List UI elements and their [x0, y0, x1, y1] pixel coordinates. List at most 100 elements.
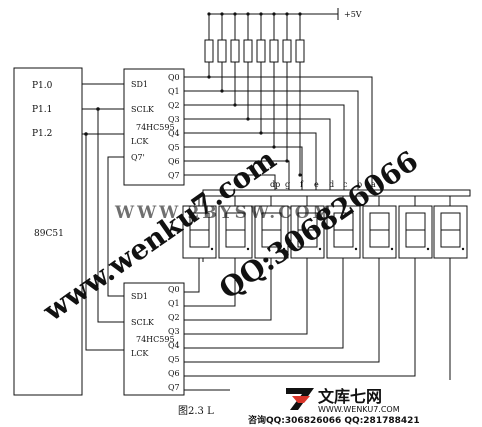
- power-rail: +5V: [209, 8, 362, 20]
- digit-4-frame: [290, 205, 325, 259]
- wenku7-logo: 文库七网 WWW.WENKU7.COM 咨询QQ:306826066 QQ:28…: [248, 387, 420, 426]
- junction-dot: [220, 12, 224, 16]
- resistor: [282, 39, 292, 63]
- chip-top-q6: Q6: [168, 157, 180, 166]
- resistor: [269, 39, 279, 63]
- mcu-wires: [82, 83, 124, 351]
- top-output-wire: [184, 118, 331, 190]
- chip-bottom-q6: Q6: [168, 369, 180, 378]
- logo-chinese: 文库七网: [318, 387, 382, 406]
- bottom-output-wire: [184, 258, 344, 349]
- resistor: [256, 39, 266, 63]
- chip-bottom-name: 74HC595: [136, 335, 175, 344]
- bottom-output-wire: [184, 258, 200, 293]
- digit-lower-segments: [333, 229, 354, 248]
- digit-lower-segments: [189, 229, 210, 248]
- digit-dp: [282, 247, 286, 251]
- digit-6-frame: [362, 205, 397, 259]
- chip-top-q0: Q0: [168, 73, 180, 82]
- digit-lower-segments: [405, 229, 426, 248]
- digit-dp: [210, 247, 214, 251]
- digit-8-frame: [433, 205, 468, 259]
- resistor: [230, 39, 240, 63]
- digit-lower-segments: [225, 229, 246, 248]
- watermark-middle: WWW.2BYSW.COM: [114, 203, 331, 223]
- junction-dot: [233, 12, 237, 16]
- digit-dp: [354, 247, 358, 251]
- bottom-output-wire: [184, 258, 416, 377]
- digit-7-frame: [398, 205, 433, 259]
- digit-lower-segments: [297, 229, 318, 248]
- chip-top-74hc595: SD1 SCLK 74HC595 LCK Q7' Q0 Q1 Q2 Q3 Q4 …: [123, 68, 185, 186]
- top-output-wire: [184, 90, 359, 190]
- power-label: +5V: [344, 10, 362, 19]
- junction-dot: [246, 117, 250, 121]
- digit-2-frame: [218, 205, 253, 259]
- chip-bottom-q3: Q3: [168, 327, 180, 336]
- chip-bottom-lck: LCK: [131, 349, 149, 358]
- chip-bottom-q7: Q7: [168, 383, 180, 392]
- bottom-output-wire: [184, 258, 236, 307]
- chip-bottom-q4: Q4: [168, 341, 180, 350]
- chip-top-name: 74HC595: [136, 123, 175, 132]
- segment-label-dp: dp: [270, 180, 280, 189]
- chip-top-sclk: SCLK: [131, 105, 155, 114]
- top-output-wire: [184, 174, 276, 190]
- junction-dot: [233, 103, 237, 107]
- bottom-output-wire: [184, 258, 380, 363]
- segment-label-e: e: [314, 180, 319, 189]
- chip-top-q2: Q2: [168, 101, 180, 110]
- junction-dot: [246, 12, 250, 16]
- segment-label-g: g: [285, 180, 290, 189]
- resistor: [204, 39, 214, 63]
- top-output-wire: [184, 160, 290, 190]
- top-output-wire: [184, 132, 317, 190]
- segment-label-d: d: [329, 180, 334, 189]
- chip-top-q5: Q5: [168, 143, 180, 152]
- digit-lower-segments: [440, 229, 461, 248]
- chip-bottom-q2: Q2: [168, 313, 180, 322]
- segment-label-f: f: [300, 180, 304, 189]
- junction-dot: [207, 12, 211, 16]
- junction-dot: [272, 12, 276, 16]
- junction-dot: [259, 131, 263, 135]
- digit-dp: [426, 247, 430, 251]
- chip-bottom-sd1: SD1: [131, 292, 148, 301]
- chip-top-sd1: SD1: [131, 80, 148, 89]
- bottom-output-wire: [184, 258, 308, 335]
- chip-top-q4: Q4: [168, 129, 180, 138]
- junction-dot: [207, 75, 211, 79]
- seven-segment-displays: [182, 196, 468, 259]
- figure-caption: 图2.3 L: [178, 405, 214, 417]
- chip-top-q7: Q7: [168, 171, 180, 180]
- chip-top-q7p: Q7': [131, 153, 145, 162]
- top-chip-output-wires: [184, 62, 373, 190]
- junction-dot: [298, 173, 302, 177]
- junction-dot: [285, 159, 289, 163]
- digit-lower-segments: [261, 229, 282, 248]
- digit-dp: [390, 247, 394, 251]
- chip-top-q3: Q3: [168, 115, 180, 124]
- logo-7-icon: [286, 388, 314, 410]
- resistor: [243, 39, 253, 63]
- mcu-pin-p1-0: P1.0: [32, 81, 53, 91]
- chip-top-lck: LCK: [131, 137, 149, 146]
- segment-label-a: a: [371, 180, 376, 189]
- digit-lower-segments: [369, 229, 390, 248]
- digit-dp: [318, 247, 322, 251]
- mcu-pin-p1-1: P1.1: [32, 105, 52, 115]
- chip-bottom-q5: Q5: [168, 355, 180, 364]
- logo-url: WWW.WENKU7.COM: [318, 405, 400, 414]
- segment-label-c: c: [343, 180, 348, 189]
- digit-5-frame: [326, 205, 361, 259]
- digit-dp: [246, 247, 250, 251]
- junction-dot: [220, 89, 224, 93]
- chip-bottom-74hc595: SD1 SCLK 74HC595 LCK Q0 Q1 Q2 Q3 Q4 Q5 Q…: [123, 282, 185, 396]
- mcu-89c51: P1.0 P1.1 P1.2 89C51: [13, 67, 83, 396]
- segment-label-b: b: [357, 180, 362, 189]
- top-output-wire: [184, 76, 373, 190]
- chip-bottom-sclk: SCLK: [131, 318, 155, 327]
- resistor: [295, 39, 305, 63]
